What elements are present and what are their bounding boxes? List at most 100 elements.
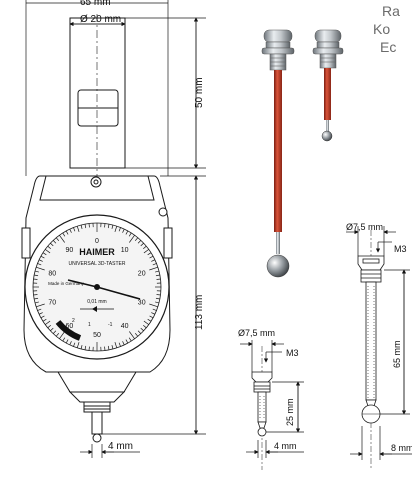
large-dim-thread: M3	[394, 244, 407, 254]
dial-number: 70	[48, 300, 56, 307]
dial-tick	[149, 315, 154, 319]
dim-body-height: 113 mm	[194, 295, 205, 330]
dial-tick	[50, 327, 54, 332]
dial-inner-1: 1	[88, 322, 91, 328]
dial-tick	[149, 266, 158, 271]
side-screw	[158, 207, 168, 217]
dial-tick	[140, 327, 144, 332]
dial-tick	[104, 346, 106, 351]
large-probe-dimensions	[346, 226, 412, 460]
dial-tick	[73, 342, 76, 347]
dial-tick	[52, 330, 57, 334]
dial-tick	[42, 318, 47, 322]
dial-tick	[128, 232, 132, 237]
probe-photo-long	[261, 29, 295, 278]
dial-tick	[84, 224, 87, 229]
dial-tick	[45, 249, 51, 254]
dial-tick	[62, 232, 66, 237]
dial-tick	[155, 270, 160, 273]
dial-tick	[69, 341, 72, 346]
dial-tick	[52, 240, 57, 244]
dial-inner-neg1: -1	[108, 322, 113, 328]
small-dim-thread: M3	[286, 348, 299, 358]
dial-tick	[129, 331, 135, 339]
dial-tick	[155, 274, 160, 277]
dial-tick	[80, 224, 83, 229]
dial-tick	[137, 240, 142, 244]
dial-tick	[122, 228, 125, 233]
dial-tick	[114, 226, 118, 232]
dial-tick	[143, 324, 147, 329]
dial-tick	[143, 320, 149, 325]
stylus-tip	[92, 433, 102, 443]
dial-needle	[96, 286, 141, 300]
dial-tick	[76, 226, 80, 232]
dial-tick	[156, 294, 161, 296]
dial-tick	[33, 278, 38, 280]
dial-tick	[152, 263, 157, 266]
dial-tick	[152, 308, 157, 311]
dial-number: 50	[93, 332, 101, 339]
main-dimensions	[25, 0, 206, 458]
dial-tick	[134, 333, 139, 337]
dial-tick	[65, 230, 69, 235]
dial-tick	[140, 242, 144, 247]
dial-number: 60	[65, 323, 73, 330]
dial-tick	[156, 278, 161, 280]
dial-resolution: 0,01 mm	[87, 299, 106, 305]
dial-tick	[76, 342, 80, 348]
dial-tick	[36, 303, 45, 308]
dial-tick	[55, 237, 60, 241]
dial-tick	[147, 252, 152, 256]
dial-tick	[155, 301, 160, 304]
dial-tick	[151, 259, 156, 262]
dial-made-in: Made in Germany	[48, 281, 85, 286]
dial-tick	[34, 297, 39, 300]
dial-tick	[40, 315, 45, 319]
dial-tick	[122, 341, 125, 346]
dial-tick	[114, 342, 118, 348]
dial-tick	[111, 224, 114, 229]
large-dim-length: 65 mm	[392, 340, 402, 368]
top-screw	[90, 176, 102, 188]
small-probe-dimensions	[240, 340, 304, 458]
dial-tick	[151, 312, 156, 315]
dial-tick	[47, 324, 51, 329]
dial-tick	[38, 312, 43, 315]
dial-tick	[88, 346, 90, 351]
corner-text-3: Ec	[380, 39, 396, 55]
dial-tick	[42, 252, 47, 256]
dial-tick	[37, 263, 42, 266]
dial-tick	[59, 235, 65, 243]
dial-model: UNIVERSAL 3D-TASTER	[69, 261, 126, 267]
stylus	[91, 411, 103, 435]
dial-tick	[107, 224, 110, 229]
dial-tick	[50, 242, 54, 247]
dial-tick	[55, 333, 60, 337]
small-dim-diameter: Ø7,5 mm	[238, 328, 275, 338]
dial-number: 80	[48, 270, 56, 277]
dial-tick	[62, 337, 66, 342]
dial-tick	[143, 249, 149, 254]
dial-tick	[69, 228, 72, 233]
dial-number: 40	[121, 323, 129, 330]
dial-tick	[73, 227, 76, 232]
dial-tick	[125, 230, 129, 235]
dial-tick	[125, 339, 129, 344]
dial-tick	[45, 320, 51, 325]
small-dim-tip: 4 mm	[274, 441, 297, 451]
large-dim-diameter: Ø7,5 mm	[346, 222, 383, 232]
dial-tick	[128, 337, 132, 342]
dial-tick	[34, 274, 39, 277]
dial-tick	[38, 259, 43, 262]
dial-number: 20	[138, 270, 146, 277]
dial-tick	[111, 345, 114, 350]
dial-tick	[107, 345, 110, 350]
dim-shank-diameter: Ø 20 mm	[80, 14, 121, 25]
dial-number: 90	[65, 247, 73, 254]
dial-tick	[88, 223, 90, 228]
dial-tick	[36, 266, 45, 271]
